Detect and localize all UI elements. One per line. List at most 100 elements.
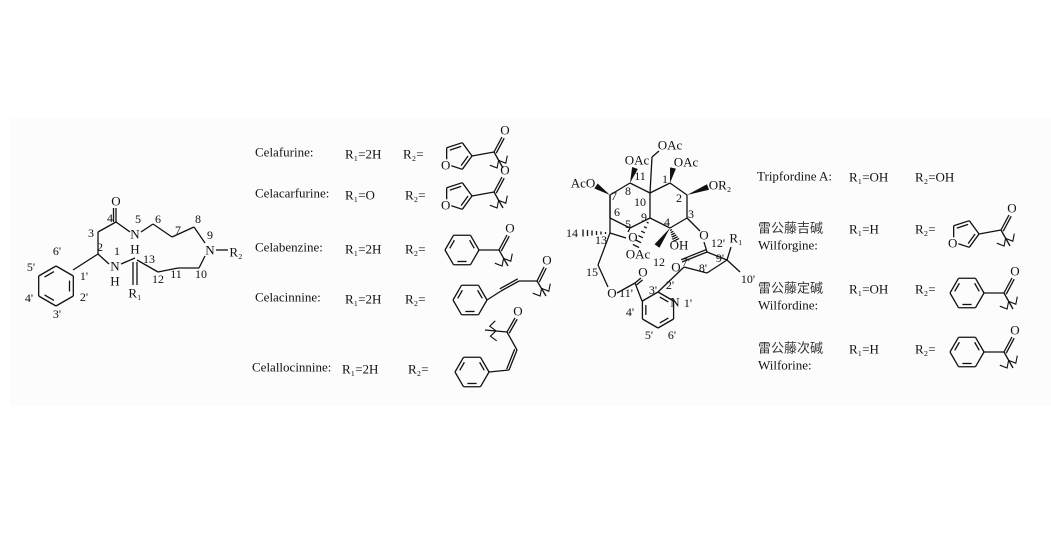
double-bond [500, 235, 510, 252]
bond [649, 156, 653, 194]
atom-number: 12 [653, 255, 665, 269]
bond [72, 253, 99, 271]
hashed-bond [640, 230, 646, 234]
atom-number-12: 12 [152, 272, 164, 286]
atom-number: 9' [716, 251, 724, 265]
double-bond [634, 277, 642, 284]
ester-oxygen: O [699, 228, 708, 243]
wedge-bond [630, 167, 638, 183]
furan-oxygen-label: O [441, 198, 450, 213]
r1-group: R₁ [128, 286, 141, 301]
ring-double-bond [954, 282, 960, 292]
double-bond [680, 249, 707, 261]
atom-number-7: 7 [175, 223, 181, 237]
carbonyl-oxygen-label: O [1010, 323, 1019, 338]
furan-double-bond [460, 155, 469, 166]
ring-double-bond [449, 239, 455, 249]
atom-number-6p: 6' [53, 244, 61, 258]
double-bond [681, 251, 708, 263]
furan-bond [968, 233, 980, 248]
atom-number: 4 [664, 215, 670, 229]
atom-number-1: 1 [114, 244, 120, 258]
wedge-bond [687, 184, 710, 195]
bond [471, 191, 495, 197]
ring-bond [477, 284, 488, 301]
furan-double-bond [956, 223, 969, 229]
wavy-attachment-line [488, 320, 498, 342]
atom-number: 2' [666, 278, 674, 292]
hashed-bond [671, 234, 677, 238]
ring-double-bond [659, 296, 669, 303]
bond [669, 217, 688, 229]
bond [629, 217, 651, 229]
acetoxy-label: OAc [658, 138, 683, 153]
bond [609, 232, 627, 239]
bond [703, 241, 708, 253]
atom-number: 7 [611, 189, 617, 203]
bond [486, 290, 502, 301]
wavy-attachment-line [996, 233, 1015, 247]
atom-number-8: 8 [195, 212, 201, 226]
atom-number-11: 11 [170, 267, 182, 281]
bond [157, 267, 179, 273]
hashed-bond [635, 239, 642, 244]
atom-number: 5 [625, 217, 631, 231]
double-bond [495, 177, 505, 194]
bond [634, 282, 643, 302]
atom-number: 1' [684, 296, 692, 310]
amine-hydrogen: H [110, 274, 119, 289]
ring-bond [38, 295, 57, 307]
wedge-bond [670, 167, 676, 183]
bond [627, 227, 631, 233]
ring-bond [657, 318, 674, 329]
ring-double-bond [459, 361, 465, 371]
ring-bond [949, 351, 960, 368]
ring-bond [657, 291, 674, 302]
furan-bond [461, 195, 473, 210]
atom-number: 1 [662, 172, 668, 186]
acetoxy-label: OAc [626, 247, 651, 262]
double-bond [495, 137, 505, 154]
carbonyl-oxygen: O [671, 260, 680, 275]
ring-bond [469, 249, 480, 266]
atom-number-6: 6 [155, 212, 161, 226]
bond [152, 223, 173, 238]
bond [488, 369, 510, 373]
bond [651, 150, 660, 158]
double-bond [508, 318, 518, 334]
ring-bond [444, 234, 455, 251]
r1-value: R₁=O [345, 188, 375, 203]
r1-value: R₁=2H [345, 292, 381, 307]
compound-name: Celacinnine: [255, 290, 321, 305]
bond [609, 217, 631, 229]
wavy-attachment-line [489, 195, 508, 209]
furan-bond [461, 142, 473, 157]
bond [597, 264, 609, 288]
furan-bond [953, 220, 970, 227]
atom-number-2p: 2' [80, 290, 88, 304]
hashed-bond [632, 243, 640, 249]
bond [978, 229, 1002, 235]
pyridine-nitrogen: N [670, 295, 680, 310]
r2-value: R₂= [915, 222, 936, 237]
ring-bond [479, 371, 490, 388]
wedge-bond [594, 183, 610, 195]
atom-number-2: 2 [97, 240, 103, 254]
compound-name: Celabenzine: [255, 240, 323, 255]
bond [193, 226, 206, 244]
double-bond [498, 234, 508, 251]
hydroxyl-label: OH [670, 238, 689, 253]
carbonyl-oxygen-label: O [1007, 201, 1016, 216]
compound-name: Wilfordine: [758, 298, 818, 313]
atom-number: 7' [682, 255, 690, 269]
hashed-bond [638, 234, 644, 239]
atom-number-9: 9 [207, 228, 213, 242]
ring-bond [38, 265, 57, 277]
atom-number: 4' [626, 305, 634, 319]
wavy-attachment-line [489, 155, 508, 169]
bond [686, 217, 701, 232]
hashed-bond [670, 230, 674, 234]
compound-name: Tripfordine A: [757, 169, 832, 184]
r2-value: R₂= [915, 342, 936, 357]
carbonyl-oxygen-label: O [1010, 264, 1019, 279]
